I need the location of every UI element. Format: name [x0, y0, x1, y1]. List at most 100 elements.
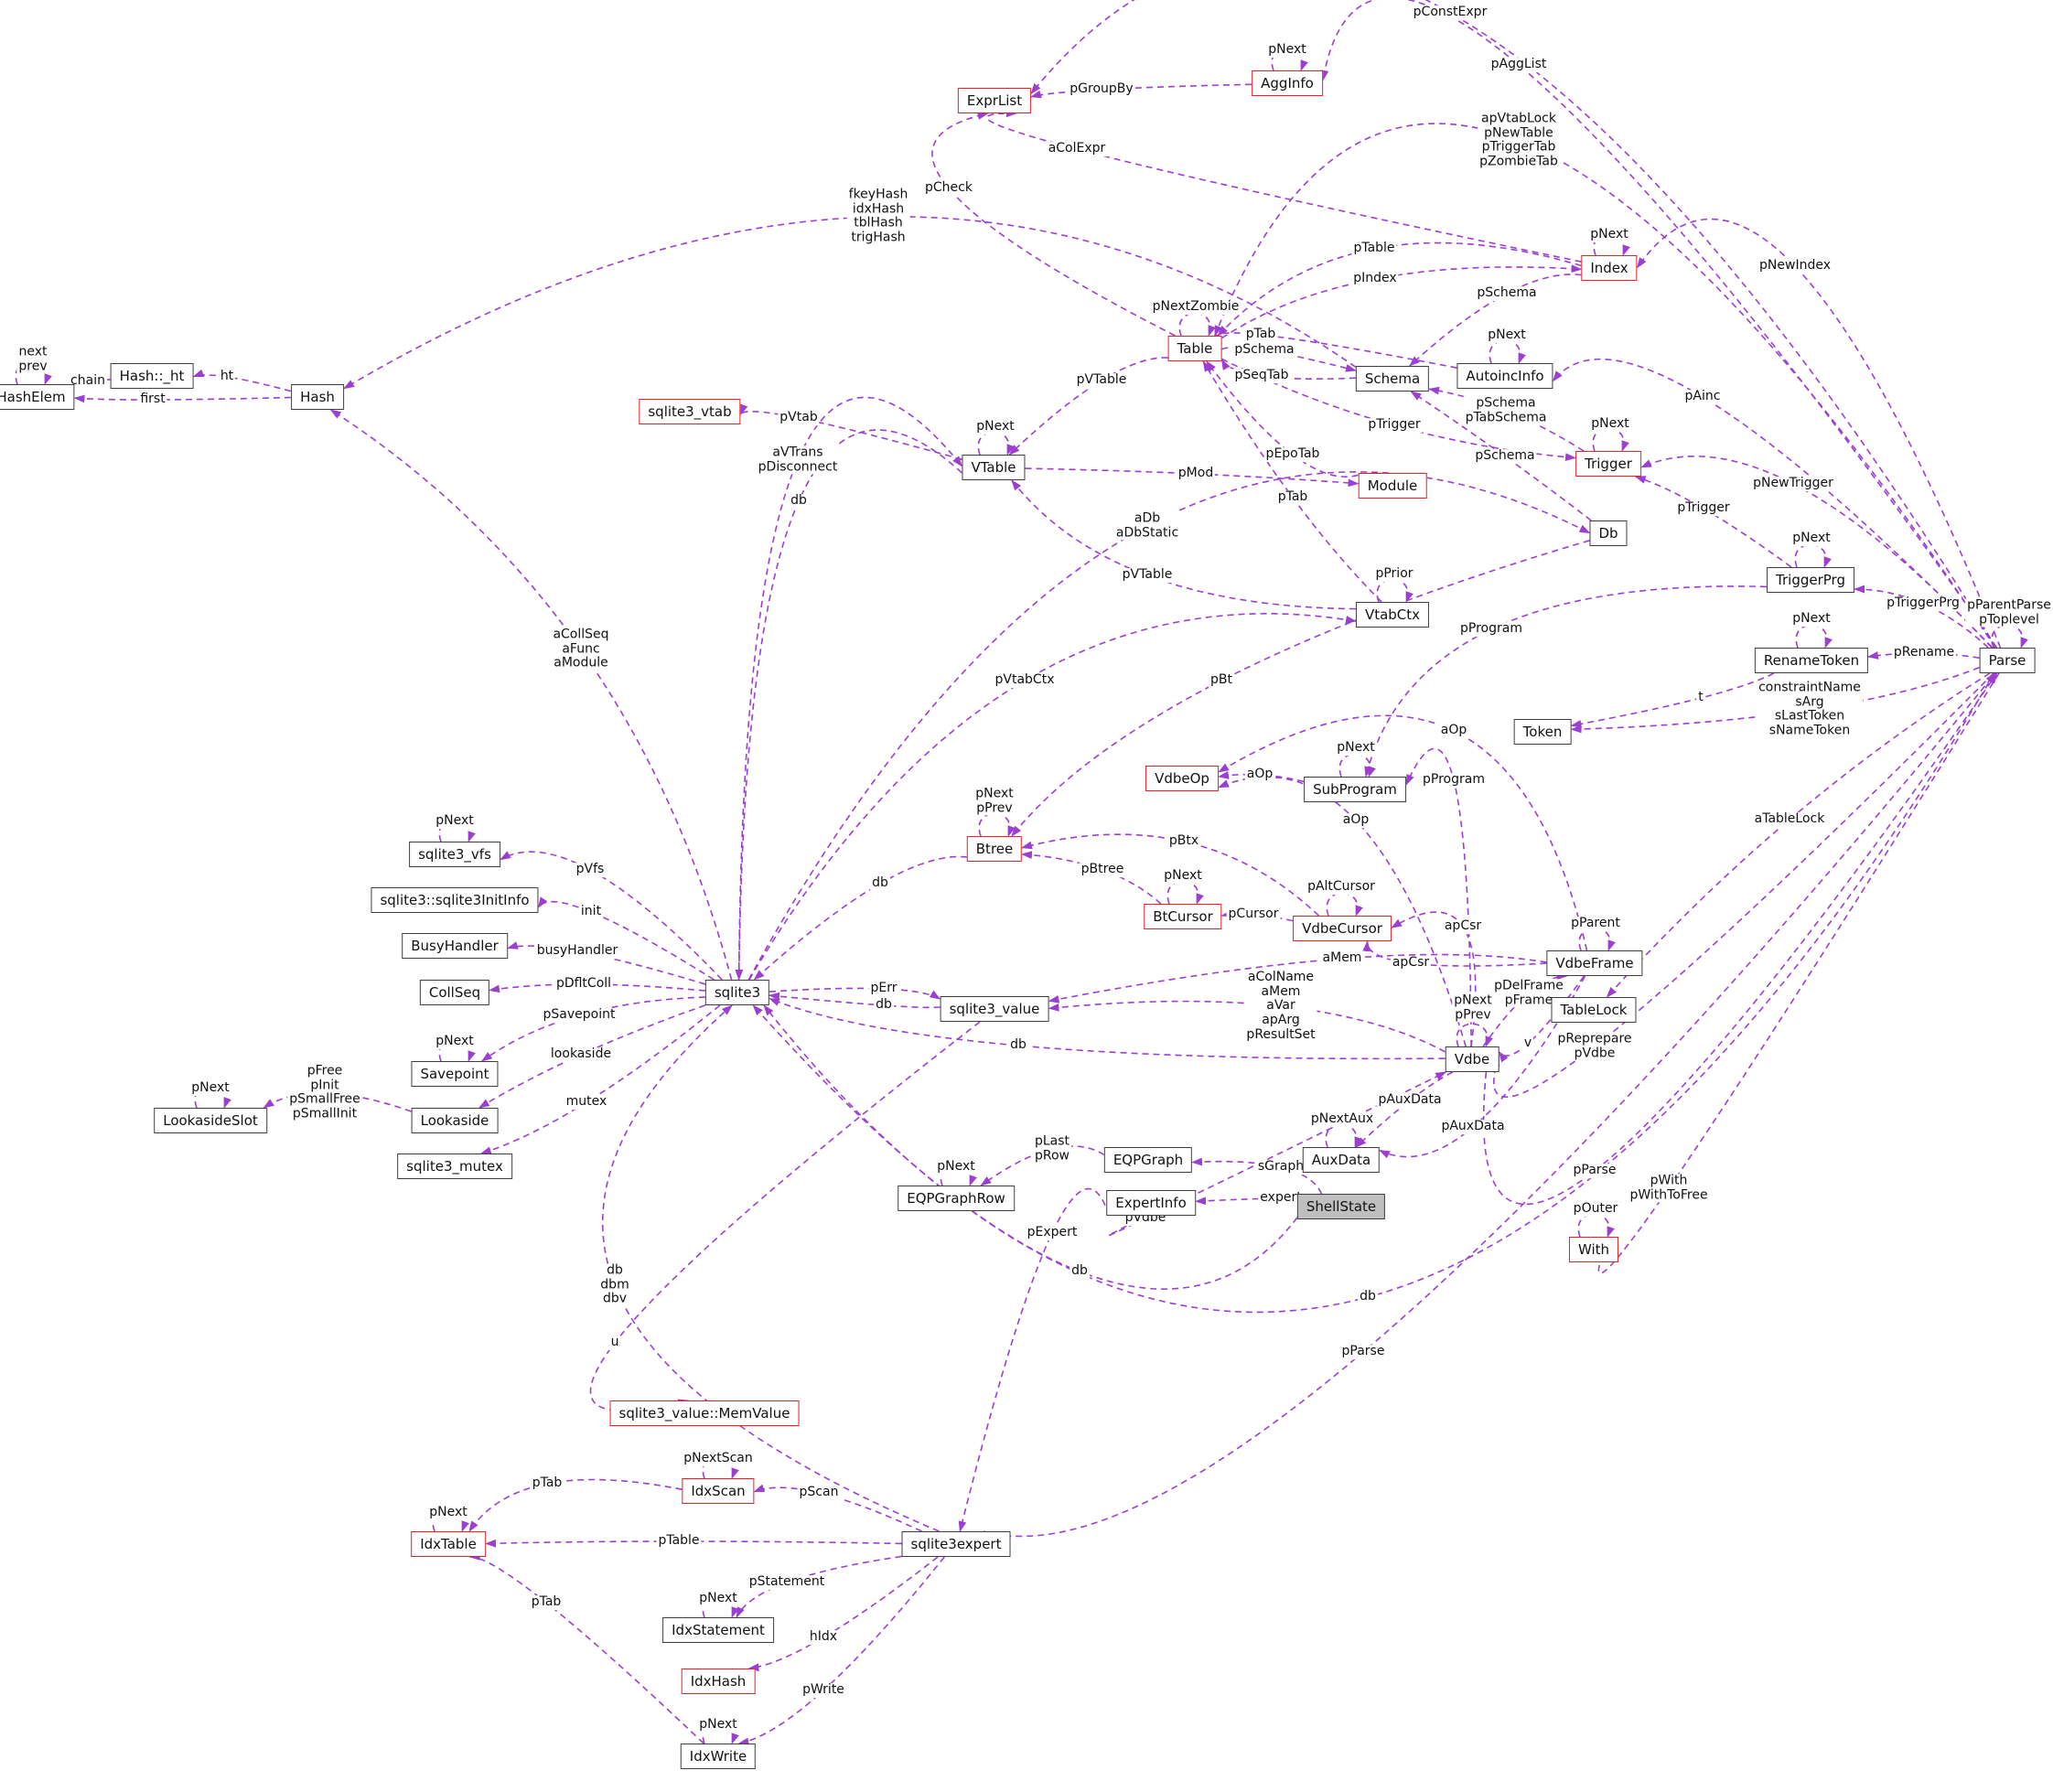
edge-label-table-table: pNextZombie: [1150, 299, 1241, 315]
edge-label-vdbeframe-auxdata: pAuxData: [1439, 1119, 1507, 1134]
graph-node-hash[interactable]: Hash: [291, 384, 344, 410]
graph-node-sqlite3expert[interactable]: sqlite3expert: [901, 1531, 1011, 1557]
edge-label-sqlite3expert-idxstatement: pStatement: [747, 1574, 827, 1590]
graph-node-schema[interactable]: Schema: [1355, 366, 1430, 392]
graph-node-triggerprg[interactable]: TriggerPrg: [1767, 567, 1854, 593]
graph-node-idxtable[interactable]: IdxTable: [411, 1531, 486, 1557]
graph-node-lookaside[interactable]: Lookaside: [411, 1108, 499, 1133]
edge-label-auxdata-auxdata: pNextAux: [1308, 1111, 1376, 1127]
graph-node-trigger[interactable]: Trigger: [1575, 451, 1641, 477]
graph-node-parse[interactable]: Parse: [1979, 648, 2036, 673]
edge-vdbe-sqlite3_value: [1048, 1000, 1446, 1053]
graph-node-sqlite3_value[interactable]: sqlite3_value: [940, 996, 1049, 1022]
graph-node-vtable[interactable]: VTable: [962, 455, 1026, 480]
edge-sqlite3_value-memvalue: [589, 1021, 981, 1412]
edge-label-table-schema: pSchema: [1232, 342, 1296, 358]
edge-vtabctx-vtabctx-self: [1376, 578, 1413, 603]
graph-node-initinfo[interactable]: sqlite3::sqlite3InitInfo: [371, 887, 539, 913]
edge-eqpgraph-eqpgraphrow: [980, 1145, 1105, 1186]
graph-node-table[interactable]: Table: [1167, 336, 1222, 361]
edge-parse-token: [1570, 666, 1980, 734]
graph-node-auxdata[interactable]: AuxData: [1302, 1147, 1381, 1173]
edge-sqlite3-initinfo: [537, 896, 715, 981]
graph-node-agginfo[interactable]: AggInfo: [1252, 70, 1323, 96]
graph-node-exprlist[interactable]: ExprList: [957, 88, 1032, 113]
graph-node-memvalue[interactable]: sqlite3_value::MemValue: [609, 1400, 800, 1426]
edge-autoincinfo-autoincinfo-self: [1489, 339, 1526, 364]
edge-label-idxstatement-idxstatement: pNext: [697, 1591, 739, 1606]
graph-node-collseq[interactable]: CollSeq: [419, 980, 490, 1005]
graph-node-btree[interactable]: Btree: [966, 836, 1023, 862]
graph-node-with[interactable]: With: [1568, 1237, 1619, 1262]
edge-label-shellstate-expertinfo: expert: [1258, 1190, 1304, 1206]
graph-node-busyhandler[interactable]: BusyHandler: [402, 933, 508, 959]
edge-label-parse-trigger: pNewTrigger: [1751, 476, 1835, 491]
graph-node-db[interactable]: Db: [1589, 520, 1628, 546]
edge-triggerprg-triggerprg-self: [1794, 543, 1832, 568]
edge-label-sqlite3-vtabctx: pVtabCtx: [993, 672, 1057, 688]
graph-node-shellstate[interactable]: ShellState: [1296, 1194, 1386, 1219]
graph-node-sqlite3_vtab[interactable]: sqlite3_vtab: [639, 399, 741, 424]
graph-node-btcursor[interactable]: BtCursor: [1144, 904, 1222, 929]
graph-node-vtabctx[interactable]: VtabCtx: [1355, 602, 1430, 628]
graph-node-hashelem[interactable]: HashElem: [0, 384, 75, 410]
graph-node-vdbecursor[interactable]: VdbeCursor: [1293, 916, 1392, 941]
edge-sqlite3_value-sqlite3: [769, 992, 941, 1009]
edge-vdbeframe-sqlite3_value: [1048, 953, 1547, 1003]
graph-node-eqpgraph[interactable]: EQPGraph: [1103, 1147, 1193, 1173]
graph-node-expertinfo[interactable]: ExpertInfo: [1106, 1190, 1196, 1216]
edge-label-sqlite3expert-idxwrite: pWrite: [801, 1682, 846, 1698]
edge-label-vtabctx-vtable: pVTable: [1120, 567, 1175, 583]
graph-node-vdbeop[interactable]: VdbeOp: [1145, 766, 1219, 791]
edge-label-vdbe-subprogram: pProgram: [1421, 772, 1487, 788]
graph-node-idxhash[interactable]: IdxHash: [681, 1669, 756, 1694]
edge-label-sqlite3-initinfo: init: [578, 904, 604, 919]
edge-label-vdbecursor-vdbecursor: pAltCursor: [1306, 879, 1377, 895]
edge-label-triggerprg-triggerprg: pNext: [1790, 531, 1833, 546]
edge-label-table-trigger: pTrigger: [1366, 417, 1423, 433]
graph-node-subprogram[interactable]: SubProgram: [1304, 777, 1406, 802]
edge-label-hash-hash_ht: ht: [218, 369, 236, 384]
graph-node-vdbe[interactable]: Vdbe: [1445, 1046, 1499, 1072]
edge-index-index-self: [1593, 231, 1630, 256]
graph-node-autoincinfo[interactable]: AutoincInfo: [1456, 363, 1553, 389]
edge-vdbe-sqlite3: [769, 997, 1446, 1060]
graph-node-idxstatement[interactable]: IdxStatement: [662, 1617, 774, 1643]
graph-node-savepoint[interactable]: Savepoint: [411, 1061, 499, 1087]
graph-node-renametoken[interactable]: RenameToken: [1754, 648, 1869, 673]
graph-node-sqlite3_mutex[interactable]: sqlite3_mutex: [397, 1154, 512, 1179]
edge-label-parse-parse: pParentParse pToplevel: [1965, 597, 2053, 628]
graph-node-sqlite3[interactable]: sqlite3: [704, 980, 770, 1005]
edge-eqpgraphrow-eqpgraphrow-self: [940, 1162, 977, 1186]
edge-label-parse-autoincinfo: pAinc: [1682, 389, 1723, 404]
edge-sqlite3_vfs-sqlite3_vfs-self: [438, 818, 476, 842]
edge-label-vdbe-vdbeop: aOp: [1340, 812, 1371, 828]
edge-db-schema: [1410, 391, 1592, 521]
graph-node-idxwrite[interactable]: IdxWrite: [680, 1744, 757, 1769]
edge-label-sqlite3expert-idxscan: pScan: [797, 1485, 841, 1500]
graph-node-idxscan[interactable]: IdxScan: [682, 1478, 755, 1504]
edge-label-index-table: pTable: [1351, 241, 1397, 256]
edge-btree-sqlite3: [753, 855, 968, 981]
graph-node-index[interactable]: Index: [1581, 255, 1638, 281]
graph-node-lookasideslot[interactable]: LookasideSlot: [154, 1108, 267, 1133]
edge-label-idxscan-idxscan: pNextScan: [682, 1451, 755, 1466]
graph-node-module[interactable]: Module: [1358, 473, 1427, 499]
edge-label-vtable-module: pMod: [1176, 466, 1216, 481]
edge-label-sqlite3-sqlite3_value: pErr: [868, 981, 899, 996]
edge-triggerprg-subprogram: [1364, 585, 1768, 778]
graph-node-tablelock[interactable]: TableLock: [1551, 997, 1637, 1023]
graph-node-token[interactable]: Token: [1513, 719, 1572, 745]
edge-label-triggerprg-trigger: pTrigger: [1675, 500, 1732, 516]
edge-label-trigger-trigger: pNext: [1589, 416, 1631, 432]
graph-node-sqlite3_vfs[interactable]: sqlite3_vfs: [409, 842, 500, 867]
edge-label-sqlite3-sqlite3_mutex: mutex: [564, 1094, 609, 1110]
edge-label-sqlite3expert-sqlite3: db dbm dbv: [598, 1262, 631, 1307]
graph-node-hash_ht[interactable]: Hash::_ht: [110, 363, 194, 389]
edge-label-vtabctx-table: pTab: [1275, 489, 1310, 505]
edge-label-sqlite3expert-parse: pParse: [1339, 1344, 1387, 1359]
edge-sqlite3expert-idxstatement: [736, 1555, 902, 1618]
edge-label-vtable-sqlite3: db: [789, 493, 809, 509]
graph-node-eqpgraphrow[interactable]: EQPGraphRow: [898, 1186, 1015, 1211]
graph-node-vdbeframe[interactable]: VdbeFrame: [1546, 950, 1643, 976]
